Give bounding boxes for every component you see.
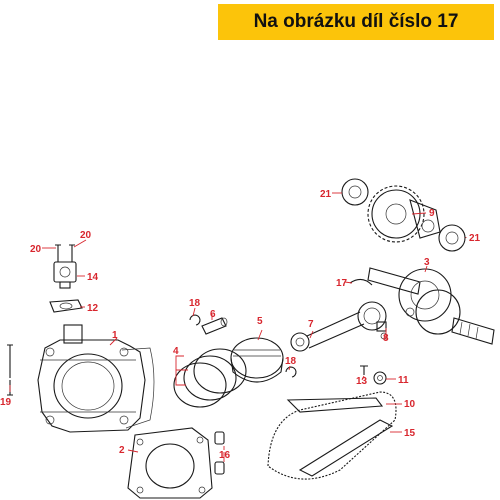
piston-pin-circlip-right[interactable] xyxy=(285,366,297,378)
callout-13: 13 xyxy=(356,376,368,387)
banner-text: Na obrázku díl číslo 17 xyxy=(253,11,459,32)
callout-21-left: 21 xyxy=(320,189,332,200)
callout-14: 14 xyxy=(87,272,99,283)
tensioner-gasket[interactable] xyxy=(49,299,83,313)
callout-3: 3 xyxy=(424,257,430,268)
crank-key-washer[interactable] xyxy=(376,321,388,340)
timing-chain[interactable] xyxy=(267,391,397,480)
callout-17: 17 xyxy=(336,278,348,289)
callout-8: 8 xyxy=(383,333,389,344)
callout-19-lower: 19 xyxy=(0,397,12,408)
leader-lines xyxy=(9,192,467,462)
callout-10: 10 xyxy=(404,399,416,410)
callout-6: 6 xyxy=(210,309,216,320)
piston-pin-circlip-left[interactable] xyxy=(189,314,201,326)
piston-pin[interactable] xyxy=(201,317,228,335)
callout-1: 1 xyxy=(112,330,118,341)
callout-18-circlip-left: 18 xyxy=(189,298,201,309)
piston[interactable] xyxy=(230,337,284,383)
crank-wire-clip[interactable] xyxy=(349,278,373,286)
connecting-rod[interactable] xyxy=(290,301,387,352)
crankshaft[interactable] xyxy=(367,267,495,345)
callout-12: 12 xyxy=(87,303,99,314)
tensioner-pivot[interactable] xyxy=(373,371,387,385)
callout-labels: 1 2 3 4 5 6 7 8 9 10 11 12 13 14 15 16 1… xyxy=(0,189,481,461)
callout-21-right: 21 xyxy=(469,233,481,244)
callout-16: 16 xyxy=(219,450,231,461)
cylinder-block[interactable] xyxy=(37,324,155,433)
callout-2: 2 xyxy=(119,445,125,456)
callout-18-circlip-right: 18 xyxy=(285,356,297,367)
chain-guide[interactable] xyxy=(286,397,384,413)
pivot-bolt[interactable] xyxy=(360,365,368,375)
callout-4: 4 xyxy=(173,346,179,357)
dowel-pins[interactable] xyxy=(214,431,225,475)
chain-tensioner[interactable] xyxy=(53,261,77,289)
part-number-banner: Na obrázku díl číslo 17 xyxy=(218,4,494,40)
cylinder-base-gasket[interactable] xyxy=(127,427,213,499)
bearing-right[interactable] xyxy=(438,224,466,252)
callout-20-left: 20 xyxy=(30,244,42,255)
callout-11: 11 xyxy=(398,375,409,386)
callout-9: 9 xyxy=(429,208,435,219)
piston-rings[interactable] xyxy=(173,348,247,408)
callout-5: 5 xyxy=(257,316,263,327)
bearing-left[interactable] xyxy=(341,178,369,206)
tensioner-bolts[interactable] xyxy=(55,244,75,262)
callout-20-right: 20 xyxy=(80,230,92,241)
callout-7: 7 xyxy=(308,319,314,330)
callout-15: 15 xyxy=(404,428,416,439)
